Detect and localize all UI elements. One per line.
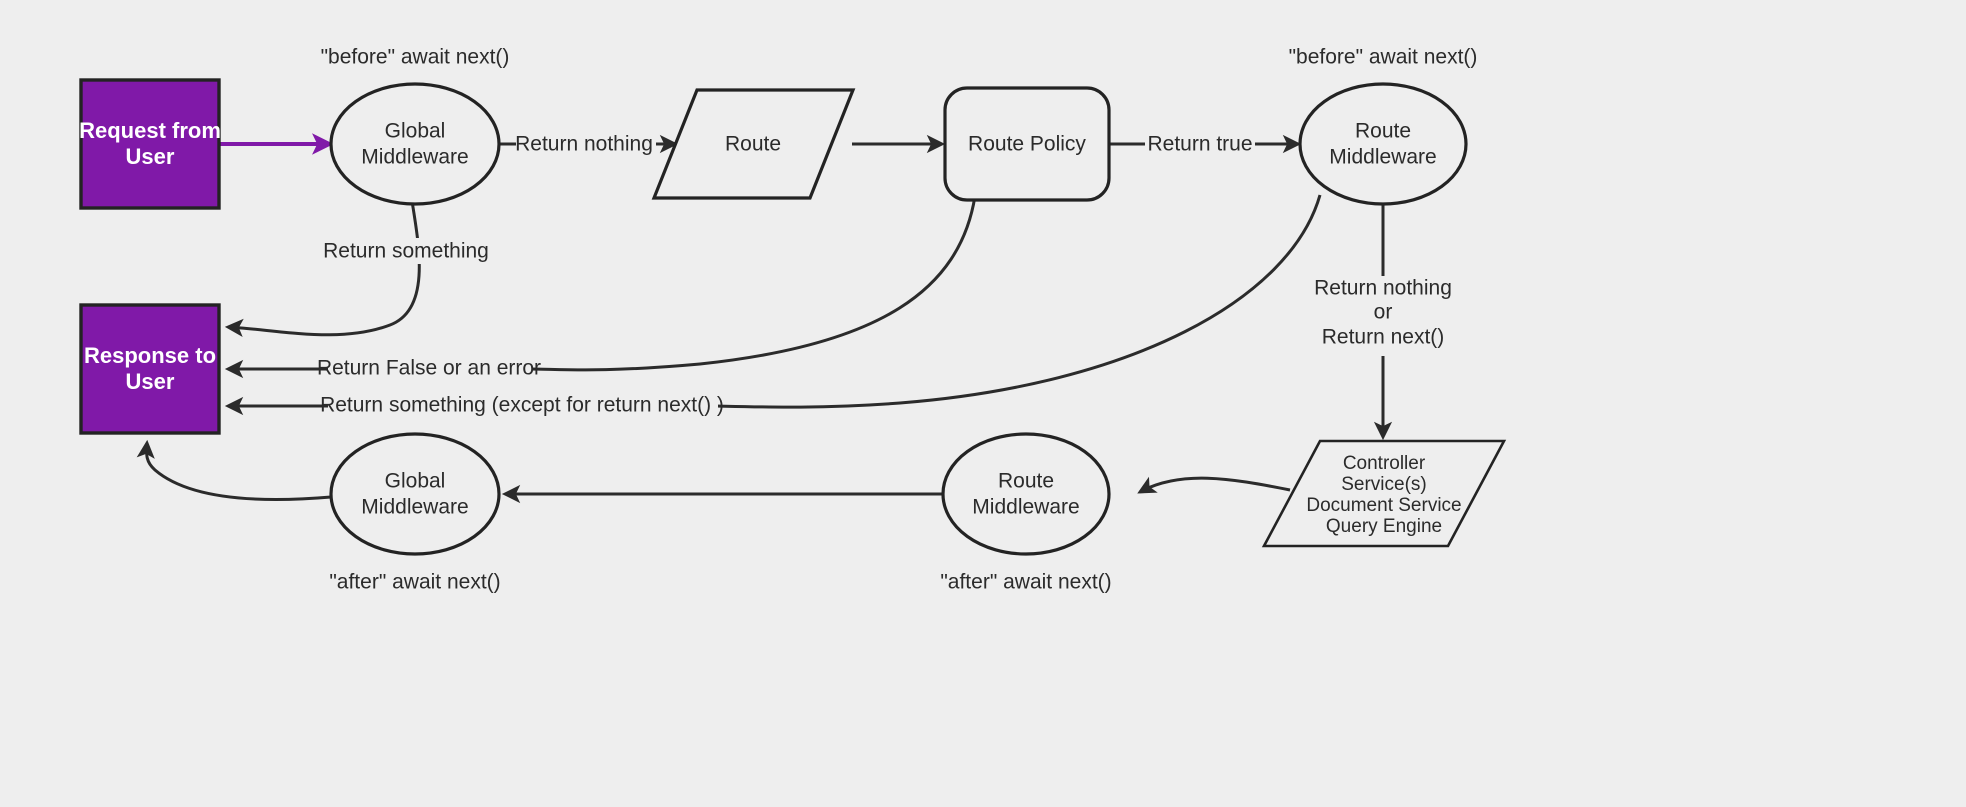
node-route-policy[interactable]: Route Policy <box>943 86 1111 202</box>
return-nothing-label-bg <box>516 131 656 157</box>
request-from-user-box <box>79 78 221 210</box>
return-something-label-bg <box>328 238 484 264</box>
route-middleware-out-label-line3: Return next() <box>1322 326 1445 349</box>
node-route[interactable]: Route <box>651 88 856 200</box>
return-false-or-error-label: Return False or an error <box>317 357 541 380</box>
edge-global-middleware-return-something <box>224 200 421 337</box>
return-something-except-next-label-bg <box>328 393 718 419</box>
annotation-before-global-middleware: "before" await next() <box>321 46 510 69</box>
controller-label-line4: Query Engine <box>1326 516 1442 537</box>
edge-label-return-something-except-next: Return something (except for return next… <box>320 393 724 419</box>
route-middleware-before-label-line2: Middleware <box>1329 146 1436 169</box>
node-global-middleware-before[interactable]: Global Middleware <box>329 82 501 206</box>
return-something-except-next-label: Return something (except for return next… <box>320 394 724 417</box>
edge-route-middleware-return-something <box>715 194 1322 409</box>
global-middleware-after-ellipse <box>329 432 501 556</box>
route-middleware-after-ellipse <box>941 432 1111 556</box>
route-parallelogram <box>651 88 856 200</box>
route-middleware-out-label-line1: Return nothing <box>1314 277 1452 300</box>
route-middleware-out-label-line2: or <box>1374 301 1393 324</box>
route-policy-box <box>943 86 1111 202</box>
global-middleware-after-label-line2: Middleware <box>361 496 468 519</box>
route-middleware-out-label-bg <box>1300 276 1470 356</box>
annotation-after-global-middleware: "after" await next() <box>329 571 500 594</box>
route-middleware-before-ellipse <box>1298 82 1468 206</box>
return-nothing-label: Return nothing <box>515 133 653 156</box>
controller-parallelogram <box>1261 439 1507 548</box>
edge-label-return-false-or-error: Return False or an error <box>317 356 541 382</box>
return-true-label-bg <box>1145 131 1255 157</box>
node-global-middleware-after[interactable]: Global Middleware <box>329 432 501 556</box>
return-false-label-bg <box>328 356 532 382</box>
route-label: Route <box>725 133 781 156</box>
node-route-middleware-after[interactable]: Route Middleware <box>941 432 1111 556</box>
annotation-before-route-middleware: "before" await next() <box>1289 46 1478 69</box>
edge-route-policy-return-false <box>529 195 977 372</box>
route-policy-label: Route Policy <box>968 133 1086 156</box>
route-middleware-after-label-line2: Middleware <box>972 496 1079 519</box>
request-from-user-label-line2: User <box>126 144 175 169</box>
edge-label-return-nothing-global: Return nothing <box>515 131 656 157</box>
return-true-label: Return true <box>1147 133 1252 156</box>
route-middleware-before-label-line1: Route <box>1355 120 1411 143</box>
node-controller-services[interactable]: Controller Service(s) Document Service Q… <box>1261 439 1507 548</box>
global-middleware-before-label-line1: Global <box>385 120 446 143</box>
controller-label-line1: Controller <box>1343 453 1426 474</box>
edge-label-return-true: Return true <box>1145 131 1255 157</box>
edge-label-return-something-global: Return something <box>323 238 489 264</box>
return-something-label: Return something <box>323 240 489 263</box>
route-middleware-after-label-line1: Route <box>998 470 1054 493</box>
global-middleware-before-label-line2: Middleware <box>361 146 468 169</box>
edge-label-route-middleware-out: Return nothing or Return next() <box>1300 276 1470 356</box>
node-request-from-user[interactable]: Request from User <box>79 78 221 210</box>
annotation-after-route-middleware: "after" await next() <box>940 571 1111 594</box>
controller-label-line2: Service(s) <box>1341 474 1427 495</box>
node-route-middleware-before[interactable]: Route Middleware <box>1298 82 1468 206</box>
request-from-user-label-line1: Request from <box>79 118 221 143</box>
controller-label-line3: Document Service <box>1306 495 1461 516</box>
global-middleware-before-ellipse <box>329 82 501 206</box>
edge-controller-to-route-middleware-after <box>1137 476 1291 494</box>
edge-global-middleware-after-to-response <box>136 439 332 502</box>
response-to-user-label-line2: User <box>126 369 175 394</box>
response-to-user-box <box>79 303 221 435</box>
node-response-to-user[interactable]: Response to User <box>79 303 221 435</box>
global-middleware-after-label-line1: Global <box>385 470 446 493</box>
response-to-user-label-line1: Response to <box>84 343 216 368</box>
